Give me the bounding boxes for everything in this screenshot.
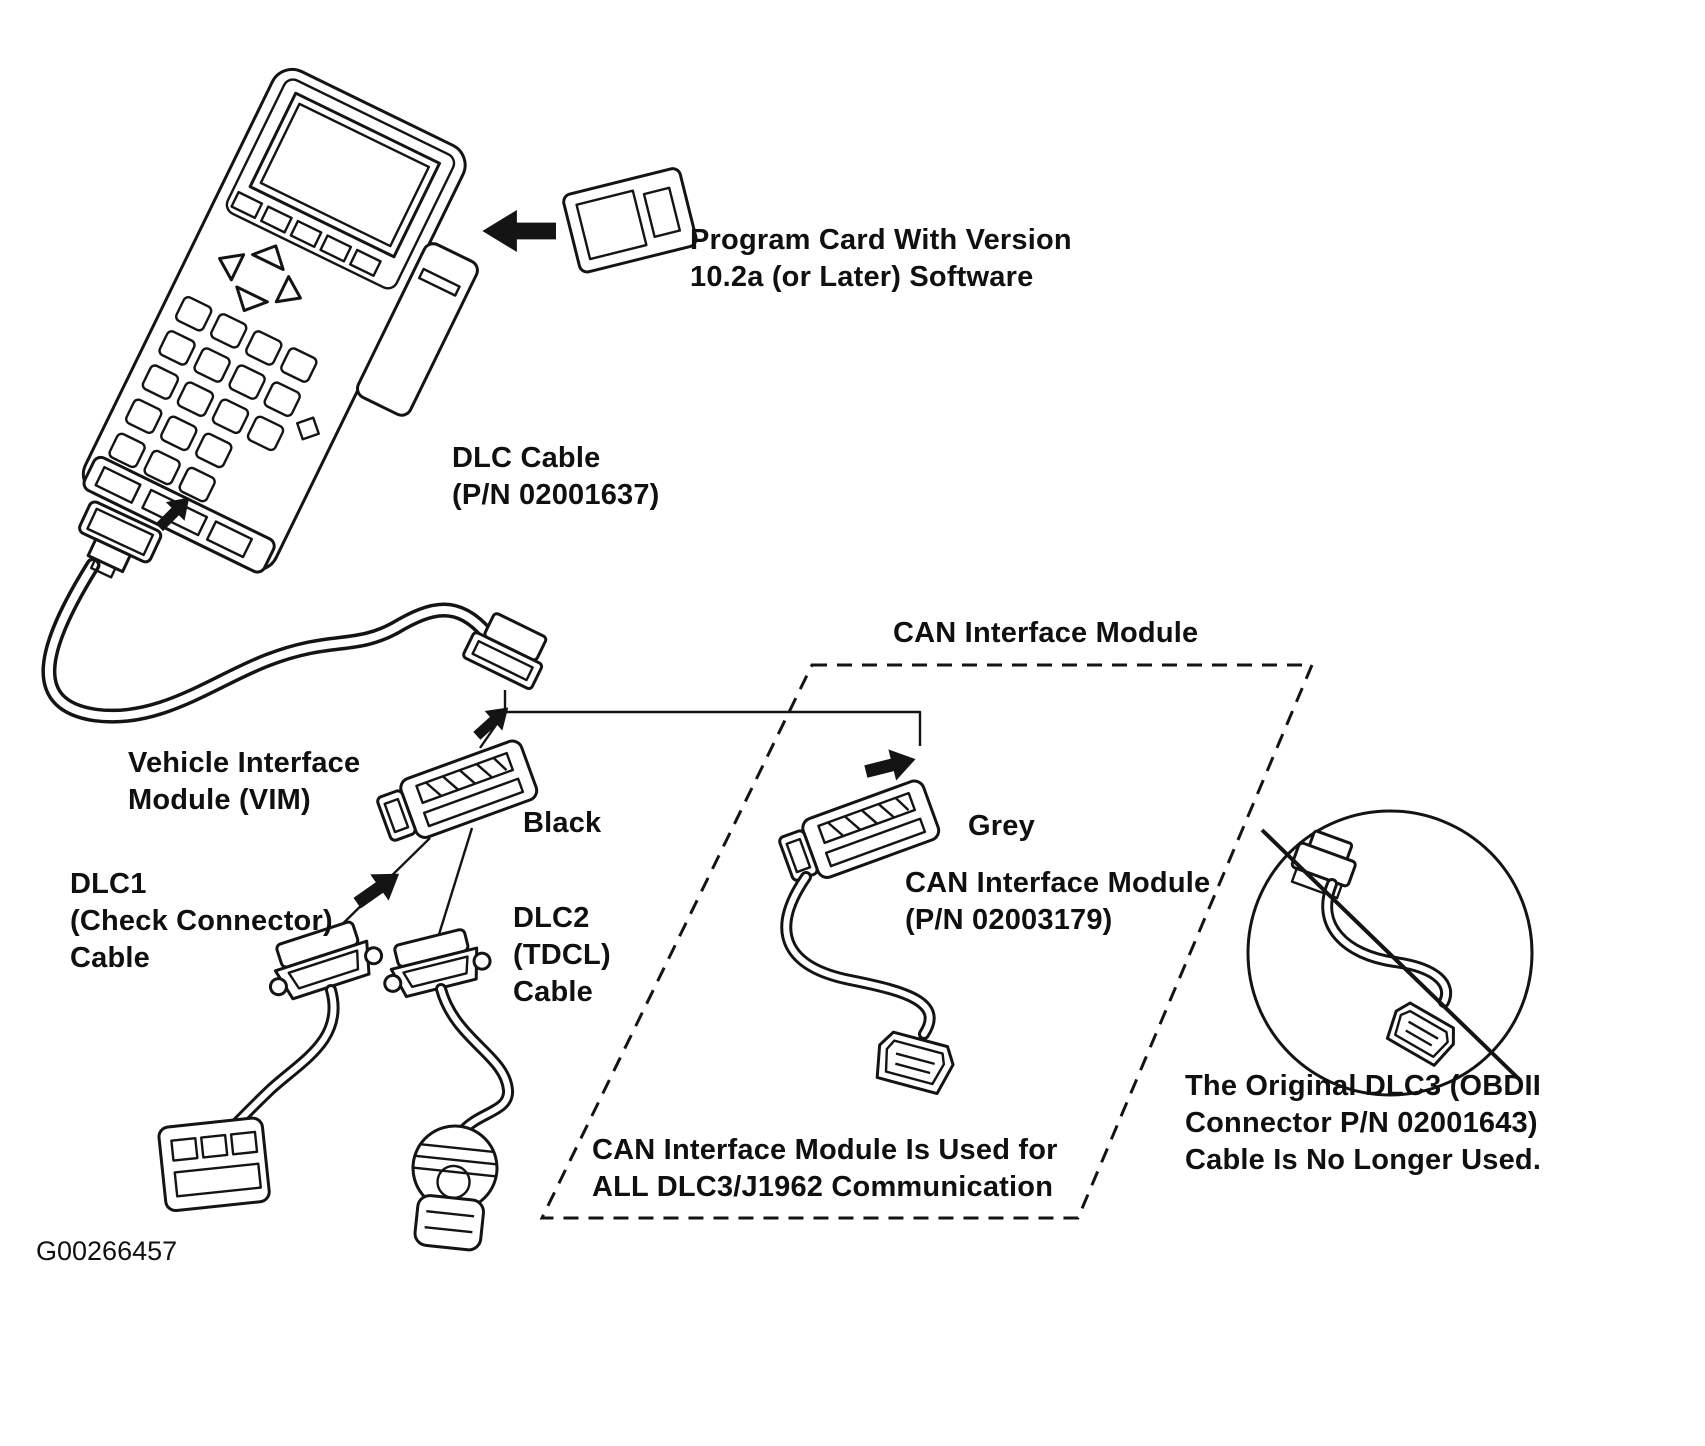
label-grey: Grey	[968, 810, 1035, 842]
dlc-cable-drawing	[41, 557, 495, 724]
scan-tool-screen	[225, 78, 456, 290]
obsolete-dlc3-group	[1246, 809, 1534, 1097]
dlc2-end-connector	[411, 1124, 499, 1252]
can-module-boundary	[539, 663, 1315, 1220]
dlc2-top-connector	[383, 928, 492, 999]
dlc-cable-tool-plug	[78, 500, 163, 579]
can-module-cable	[780, 871, 936, 1040]
label-program-card: Program Card With Version 10.2a (or Late…	[690, 224, 1072, 293]
scan-tool-keypad	[108, 295, 320, 503]
label-vim: Vehicle Interface Module (VIM)	[128, 747, 361, 816]
scan-tool-card-slot	[356, 242, 479, 417]
scan-tool-function-keys	[230, 190, 382, 277]
label-can-usage: CAN Interface Module Is Used for ALL DLC…	[592, 1134, 1058, 1203]
label-can-module-heading: CAN Interface Module	[893, 617, 1199, 649]
can-interface-module	[778, 779, 941, 882]
label-dlc1: DLC1 (Check Connector) Cable	[70, 868, 333, 974]
dlc-cable-end-connector	[462, 612, 548, 691]
dlc1-top-connector	[268, 920, 384, 1001]
obsolete-small-connector	[1290, 829, 1357, 900]
obsolete-slash	[1260, 828, 1522, 1082]
dlc2-cable	[435, 983, 514, 1138]
label-can-module-pn: CAN Interface Module (P/N 02003179)	[905, 867, 1211, 936]
dlc1-end-connector	[157, 1116, 271, 1213]
label-black: Black	[523, 807, 602, 839]
program-card	[562, 167, 698, 274]
label-dlc2: DLC2 (TDCL) Cable	[513, 902, 611, 1008]
brand-diamond-icon	[295, 416, 320, 441]
obsolete-obd2-plug	[1385, 1001, 1455, 1067]
dlc1-cable	[218, 984, 340, 1142]
scan-tool-arrow-pad	[218, 244, 302, 313]
label-dlc-cable: DLC Cable (P/N 02001637)	[452, 442, 660, 511]
figure-id: G00266457	[36, 1236, 178, 1266]
can-module-obd2-connector	[875, 1030, 955, 1096]
program-card-insert-arrow-icon	[482, 210, 556, 252]
cable-connector-arrow-icon	[468, 697, 518, 746]
scan-tool	[81, 67, 479, 574]
label-obsolete-note: The Original DLC3 (OBDII Connector P/N 0…	[1185, 1070, 1542, 1176]
vim-module	[376, 739, 539, 842]
